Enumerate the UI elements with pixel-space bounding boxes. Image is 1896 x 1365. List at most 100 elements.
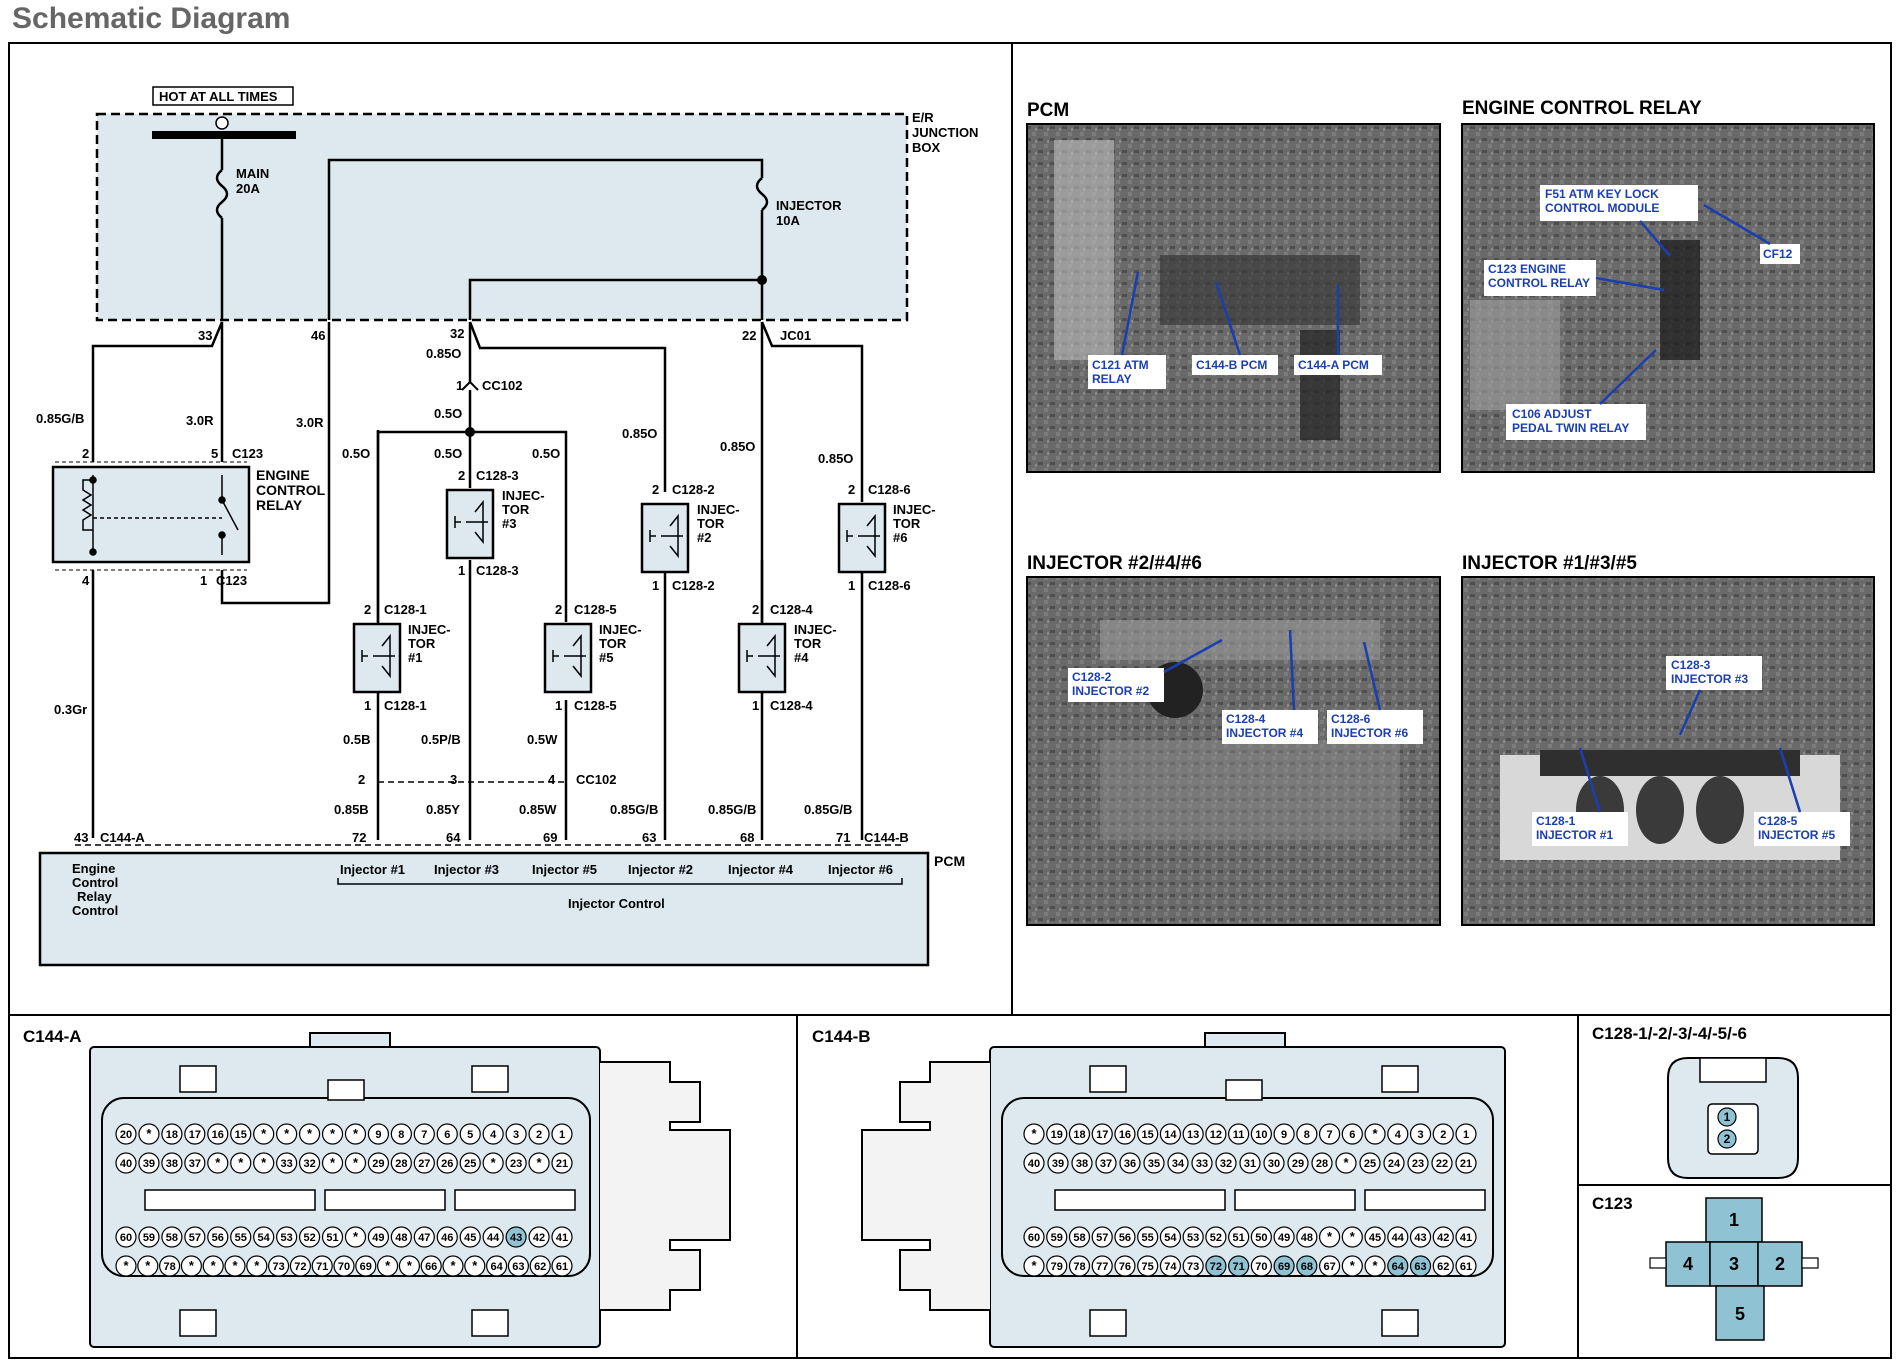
connector-pin-label: 44 bbox=[487, 1232, 500, 1244]
connector-pin-label: 58 bbox=[166, 1232, 178, 1244]
connector-pin-cell bbox=[1137, 1226, 1159, 1248]
connector-pin-label: 21 bbox=[1460, 1158, 1472, 1170]
connector-pin-cell bbox=[230, 1226, 252, 1248]
hot-label-box bbox=[152, 86, 294, 106]
connector-pin-cell bbox=[436, 1152, 458, 1174]
connector-pin-label: 41 bbox=[556, 1232, 568, 1244]
connector-pin-cell bbox=[551, 1255, 573, 1277]
connector-pin-label: 42 bbox=[1437, 1232, 1449, 1244]
wire-label: 0.85G/B bbox=[804, 802, 852, 817]
connector-pin-cell bbox=[1182, 1123, 1204, 1145]
injector-pin: 2 bbox=[364, 602, 371, 617]
connector-pin-cell bbox=[115, 1255, 137, 1277]
injector-1: 2 C128-1 1 C128-1 INJEC- TOR #1 bbox=[352, 602, 451, 713]
connector-pin-label: 47 bbox=[418, 1232, 430, 1244]
connector-pin-label: 16 bbox=[1119, 1129, 1131, 1141]
connector-pin-cell bbox=[1046, 1255, 1068, 1277]
connector-pin-cell bbox=[1215, 1152, 1237, 1174]
connector-pin-cell bbox=[413, 1226, 435, 1248]
relay-connector-label: C123 bbox=[216, 573, 247, 588]
pcm-connector-label: C144-B bbox=[864, 830, 909, 845]
wires bbox=[91, 135, 864, 840]
connector-pin-cell bbox=[202, 1255, 224, 1277]
injector-name: INJEC- bbox=[502, 488, 545, 503]
connector-pin-label: 32 bbox=[303, 1158, 315, 1170]
connector-pin-cell bbox=[1407, 1152, 1429, 1174]
connector-pin-label: 52 bbox=[303, 1232, 315, 1244]
connector-pin-label: 32 bbox=[1220, 1158, 1232, 1170]
connector-pin-label: 39 bbox=[143, 1158, 155, 1170]
injector-pin: 1 bbox=[555, 698, 562, 713]
photo-title: PCM bbox=[1027, 100, 1069, 121]
injector-connector: C128-5 bbox=[574, 602, 617, 617]
junction-box-label-line: JUNCTION bbox=[912, 125, 978, 140]
connector-pin-label: 51 bbox=[1233, 1232, 1245, 1244]
photo-callout: C128-4 bbox=[1226, 712, 1266, 726]
engine-control-relay bbox=[51, 465, 251, 564]
connector-pin-cell bbox=[1409, 1123, 1432, 1145]
cc102-pin: 2 bbox=[358, 772, 365, 787]
connector-pin-label: 79 bbox=[1051, 1261, 1063, 1273]
connector-pin-label: 74 bbox=[1164, 1261, 1177, 1273]
connector-pin-cell bbox=[1205, 1255, 1227, 1277]
relay-pin: 1 bbox=[200, 573, 207, 588]
connector-pin-label: 78 bbox=[163, 1261, 175, 1273]
connector-pin-label: 57 bbox=[189, 1232, 201, 1244]
pcm-pin: 71 bbox=[836, 830, 850, 845]
connector-pin-label: 36 bbox=[1124, 1158, 1136, 1170]
connector-pin-label: 41 bbox=[1460, 1232, 1472, 1244]
connector-pin-cell bbox=[1205, 1123, 1227, 1145]
connector-pin-cell bbox=[505, 1226, 527, 1248]
pcm-injector-label: Injector #5 bbox=[532, 862, 597, 877]
connector-pin-cell bbox=[1287, 1152, 1309, 1174]
connector-pin-label: 16 bbox=[212, 1129, 224, 1141]
connector-pin-label: 3 bbox=[1417, 1129, 1423, 1141]
junction-box bbox=[95, 112, 909, 322]
connector-pin-cell bbox=[1228, 1123, 1250, 1145]
connector-pin-cell bbox=[1250, 1226, 1272, 1248]
connector-pin-cell bbox=[344, 1226, 367, 1248]
connector-pin-cell bbox=[420, 1255, 442, 1277]
connector-pin-cell bbox=[1409, 1255, 1432, 1277]
injector-name: TOR bbox=[599, 636, 627, 651]
connector-pin-label: 63 bbox=[1414, 1261, 1426, 1273]
connector-pin-label: 9 bbox=[1281, 1129, 1287, 1141]
connector-pin-cell bbox=[298, 1123, 321, 1145]
connector-pin-label: * bbox=[254, 1258, 260, 1273]
connector-pin-label: 5 bbox=[467, 1129, 473, 1141]
connector-pin-label: 43 bbox=[510, 1232, 522, 1244]
connector-pin: 1 bbox=[1724, 1110, 1731, 1124]
connector-pin-label: * bbox=[491, 1155, 497, 1170]
connector-pin-label: 11 bbox=[1233, 1129, 1245, 1141]
injector-pin: 2 bbox=[652, 482, 659, 497]
connector-pin-label: 29 bbox=[372, 1158, 384, 1170]
connector-pin: 2 bbox=[1775, 1254, 1785, 1274]
connector-pin-cell bbox=[1341, 1123, 1363, 1145]
connector-pin-cell bbox=[1387, 1226, 1409, 1248]
connector-pin-label: * bbox=[1350, 1229, 1356, 1244]
photo-callout: PEDAL TWIN RELAY bbox=[1512, 421, 1629, 435]
connector-pin-cell bbox=[224, 1255, 246, 1277]
connector-pin-cell bbox=[1239, 1152, 1261, 1174]
connector-pin-cell bbox=[1383, 1152, 1405, 1174]
connector-pin-label: 58 bbox=[1073, 1232, 1085, 1244]
connector-pin-cell bbox=[161, 1152, 183, 1174]
connector-pin-cell bbox=[1455, 1123, 1477, 1145]
connector-pin-cell bbox=[551, 1152, 573, 1174]
pcm-injector-label: Injector #6 bbox=[828, 862, 893, 877]
connector-pin-label: 23 bbox=[1412, 1158, 1424, 1170]
connector-pin-label: 26 bbox=[441, 1158, 453, 1170]
connector-pin-cell bbox=[390, 1152, 412, 1174]
photo-callout: RELAY bbox=[1092, 372, 1132, 386]
connector-pin-cell bbox=[1068, 1255, 1091, 1277]
relay-name: RELAY bbox=[256, 497, 303, 513]
bus-terminal bbox=[215, 116, 229, 130]
connector-pin-label: 69 bbox=[360, 1261, 372, 1273]
connector-pin-label: * bbox=[385, 1258, 391, 1273]
connector-pin-label: 49 bbox=[1278, 1232, 1290, 1244]
pcm-label: PCM bbox=[934, 853, 965, 869]
connector-pin-cell bbox=[1023, 1226, 1045, 1248]
wire-label: 0.85O bbox=[818, 451, 853, 466]
